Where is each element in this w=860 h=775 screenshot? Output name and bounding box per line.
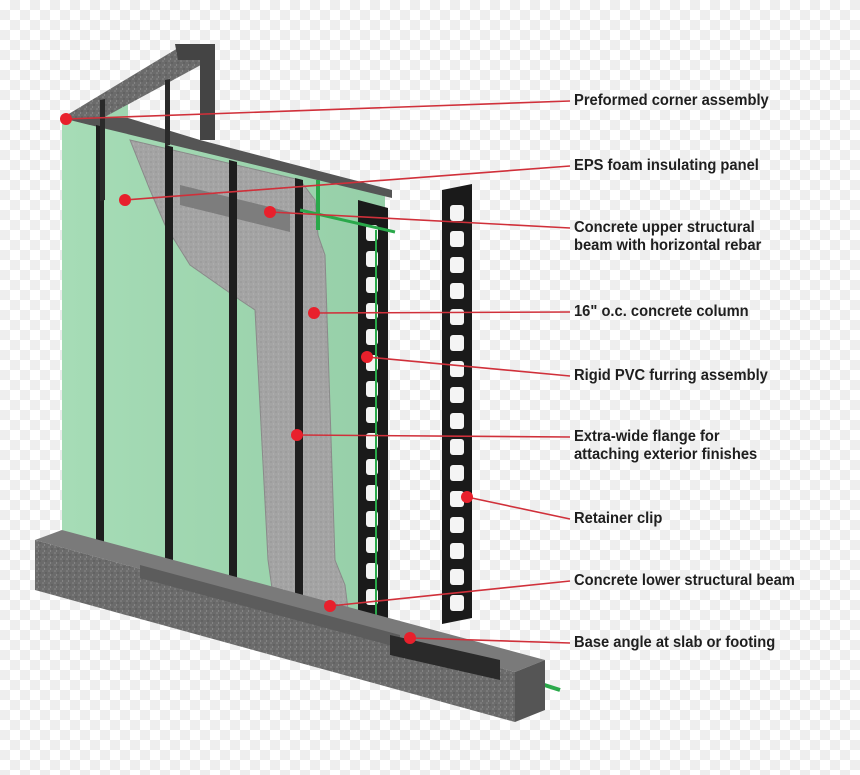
leader-line-upper-beam [269,211,571,229]
marker-dot-pvc-furring [361,351,373,363]
furring-strips [96,79,303,608]
furring-slot [450,595,464,611]
furring-slot [450,517,464,533]
furring-slot [450,231,464,247]
pvc-furring-assembly [358,200,388,630]
leader-line-preformed-corner [65,100,571,120]
marker-dot-eps-foam [119,194,131,206]
concrete-lower-beam [35,530,545,722]
furring-slot [450,205,464,221]
marker-dot-preformed-corner [60,113,72,125]
label-pvc-furring: Rigid PVC furring assembly [574,367,768,384]
furring-slot [450,491,464,507]
furring-slot [450,335,464,351]
label-preformed-corner: Preformed corner assembly [574,92,769,109]
label-lower-beam: Concrete lower structural beam [574,572,795,589]
furring-slot [450,543,464,559]
marker-dot-wide-flange [291,429,303,441]
pvc-furring-detached [442,184,472,624]
label-eps-foam: EPS foam insulating panel [574,157,759,174]
label-retainer-clip: Retainer clip [574,510,663,527]
furring-slot [450,439,464,455]
marker-dot-lower-beam [324,600,336,612]
leader-line-retainer-clip [466,496,571,520]
label-upper-beam: Concrete upper structural beam with hori… [574,219,762,254]
furring-slot [450,387,464,403]
furring-slot [450,413,464,429]
preformed-corner-assembly [62,44,392,198]
label-concrete-column: 16" o.c. concrete column [574,303,749,320]
leader-line-concrete-column [313,311,571,314]
furring-slot [450,361,464,377]
marker-dot-concrete-column [308,307,320,319]
label-wide-flange: Extra-wide flange for attaching exterior… [574,428,758,463]
furring-slot [450,283,464,299]
furring-slot [450,257,464,273]
marker-dot-retainer-clip [461,491,473,503]
callout-leaders [60,100,571,644]
leader-line-wide-flange [296,434,571,438]
marker-dot-base-angle [404,632,416,644]
furring-slot [450,465,464,481]
furring-slot [450,309,464,325]
leader-line-pvc-furring [366,356,571,377]
marker-dot-upper-beam [264,206,276,218]
leader-line-eps-foam [124,165,571,201]
leader-line-lower-beam [329,580,571,607]
furring-slot [450,569,464,585]
label-base-angle: Base angle at slab or footing [574,634,776,651]
leader-line-base-angle [409,637,571,644]
